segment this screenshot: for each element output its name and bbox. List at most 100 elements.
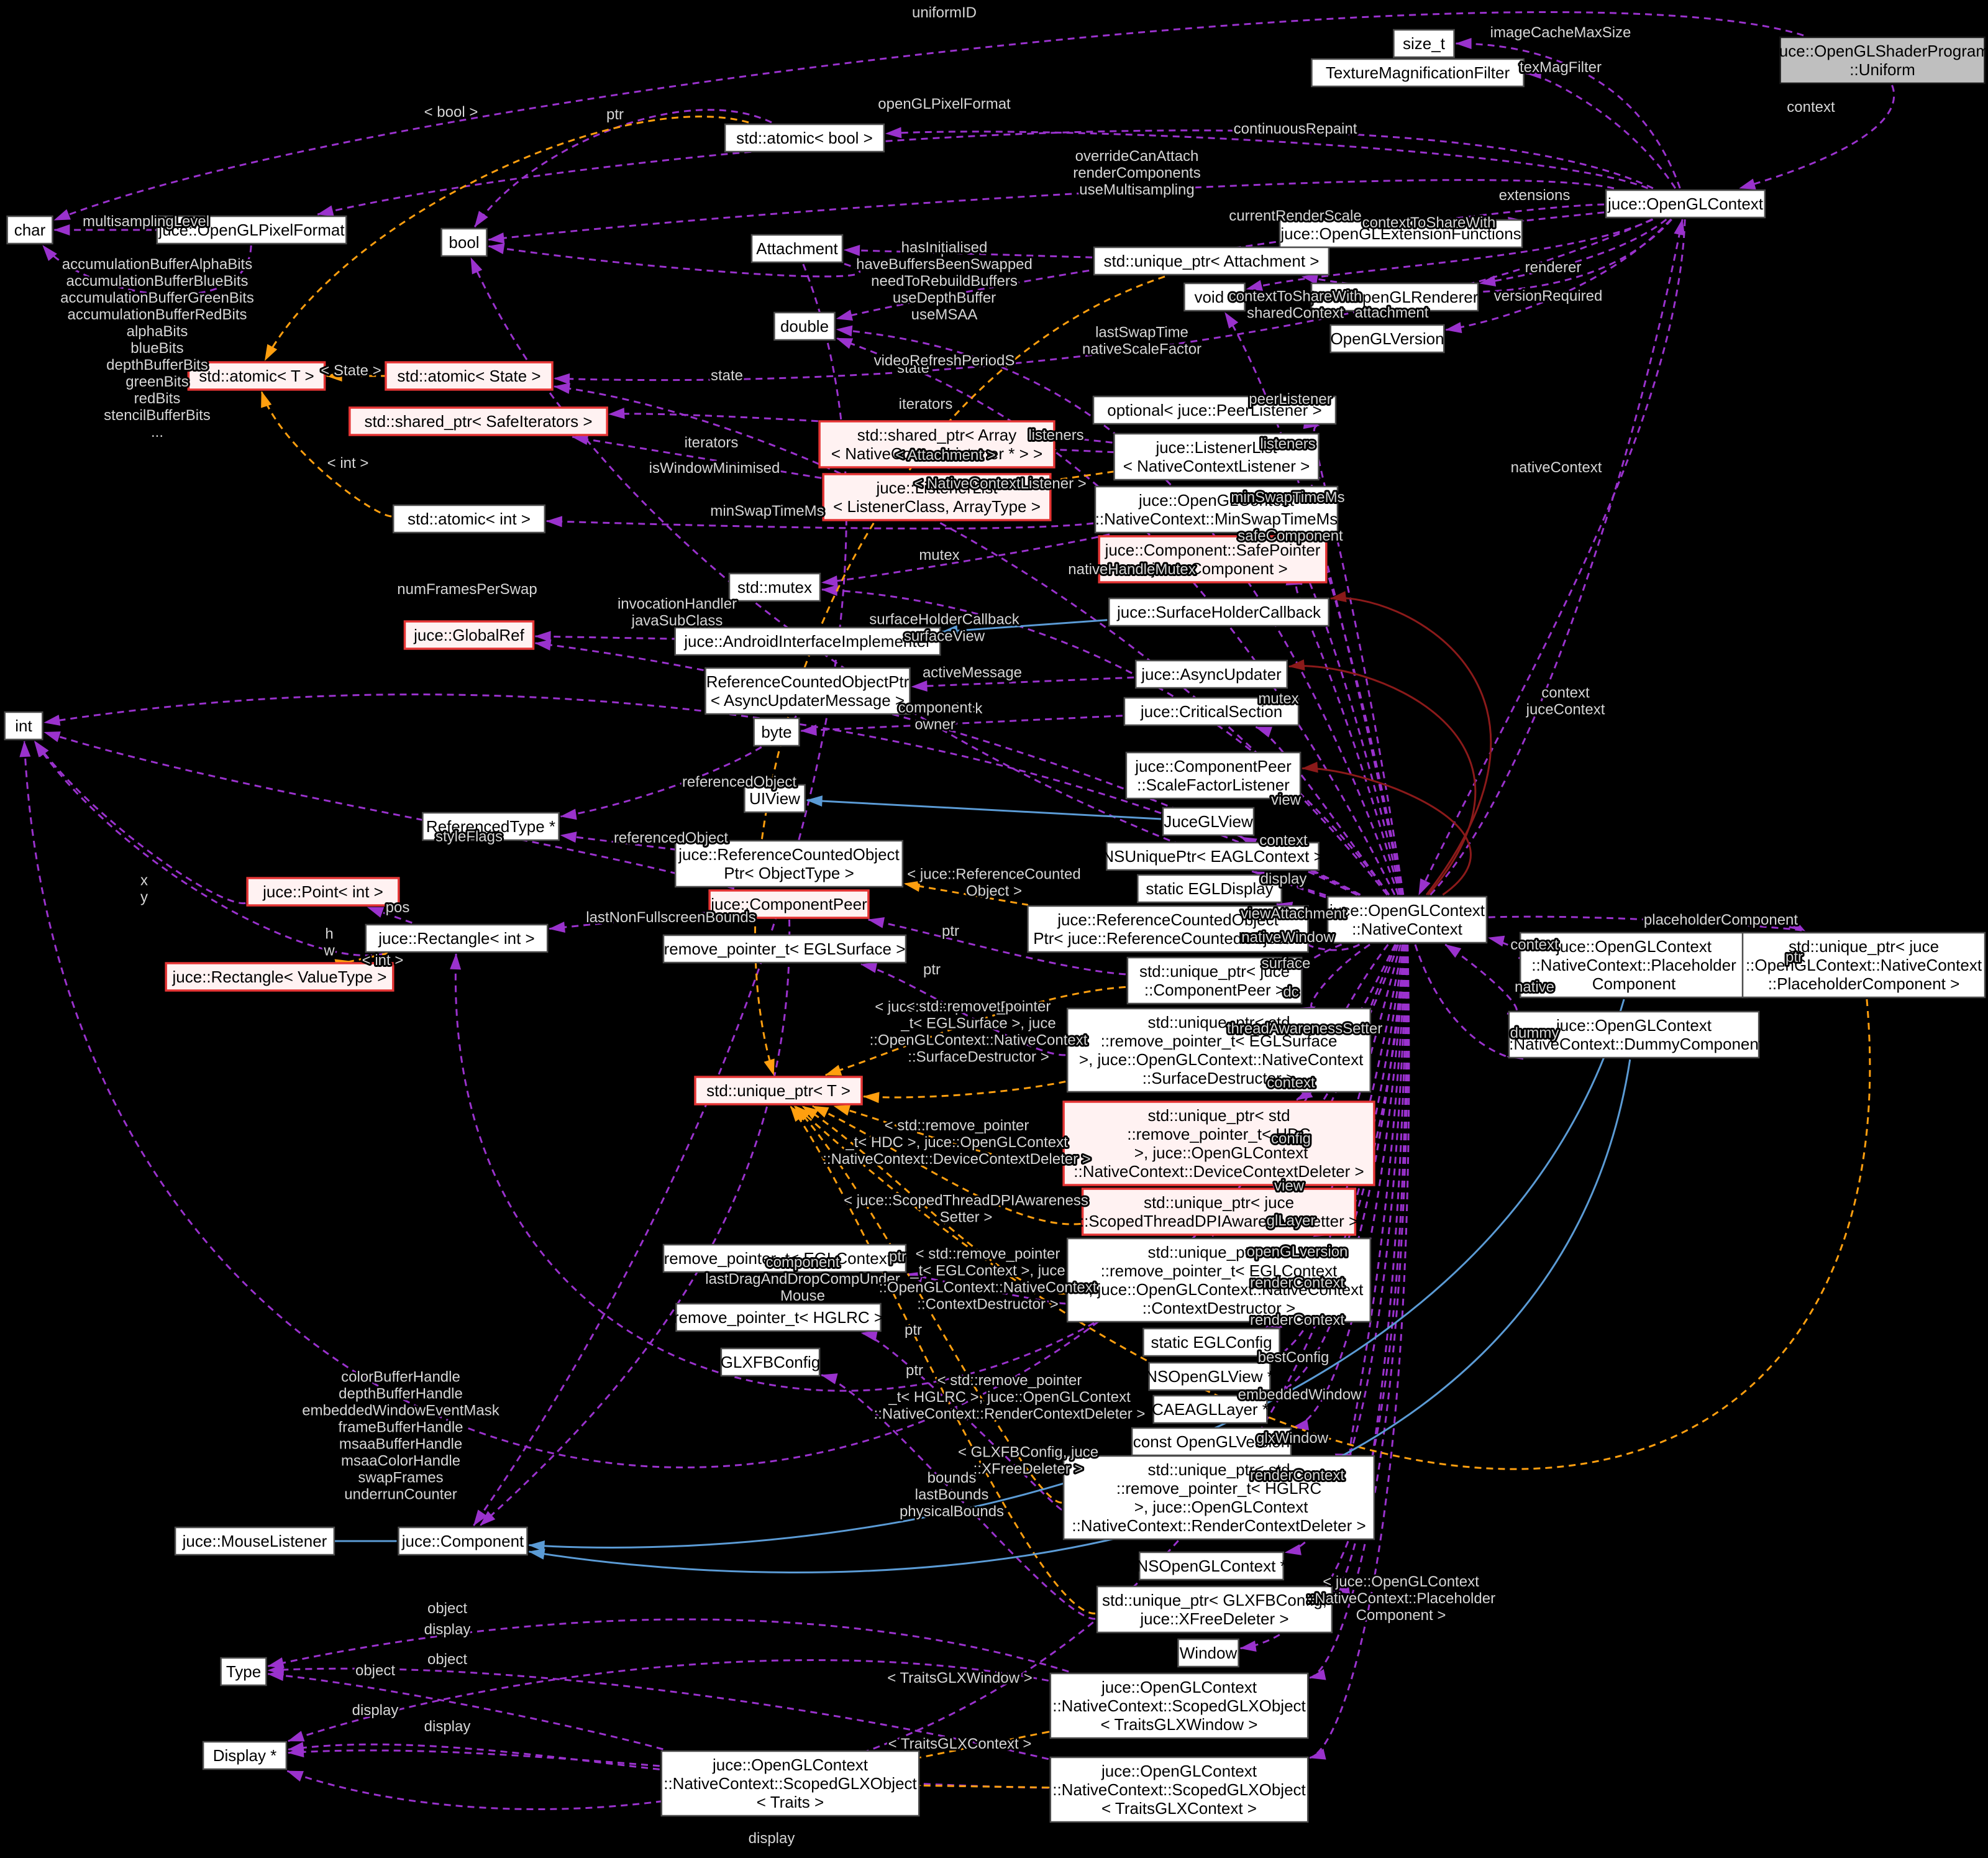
node-int[interactable]: int [4,711,43,741]
edge-label-rcop_async-referencedtype: referencedObject [682,774,796,790]
node-sgx_traits[interactable]: juce::OpenGLContext::NativeContext::Scop… [660,1750,920,1817]
node-nativecontext[interactable]: juce::OpenGLContext::NativeContext [1326,895,1488,944]
node-static_eglconfig[interactable]: static EGLConfig [1142,1327,1280,1357]
node-rpt_eglsurface[interactable]: remove_pointer_t< EGLSurface > [662,934,907,964]
node-window_box[interactable]: Window [1177,1638,1239,1668]
edge-rect_int-point_int [367,906,413,924]
node-safepointer[interactable]: juce::Component::SafePointer< juce::Comp… [1098,535,1328,583]
node-mutex_std[interactable]: std::mutex [728,572,821,602]
node-label-shared_ptr_array: std::shared_ptr< Array< NativeContextLis… [831,426,1042,463]
node-bool[interactable]: bool [440,227,488,257]
edge-label-atomic_int-atomic_t: < int > [327,455,369,472]
node-point_int[interactable]: juce::Point< int > [246,877,400,907]
node-size_t[interactable]: size_t [1393,29,1455,58]
node-extensions_box[interactable]: juce::OpenGLExtensionFunctions [1279,219,1523,249]
node-texmagfilter[interactable]: TextureMagnificationFilter [1311,58,1525,88]
node-void_ptr[interactable]: void * [1183,282,1246,312]
node-char[interactable]: char [6,215,53,245]
node-attachment_node[interactable]: Attachment [750,234,844,263]
node-globalref[interactable]: juce::GlobalRef [403,620,535,650]
node-glxfbconfig_box[interactable]: GLXFBConfig [720,1347,821,1377]
node-sgx_context[interactable]: juce::OpenGLContext::NativeContext::Scop… [1049,1756,1309,1823]
node-scalefactorlistener[interactable]: juce::ComponentPeer::ScaleFactorListener [1125,751,1302,800]
node-up_hdc[interactable]: std::unique_ptr< std::remove_pointer_t< … [1062,1101,1375,1186]
node-android_ii[interactable]: juce::AndroidInterfaceImplementer [674,626,941,656]
node-byte[interactable]: byte [753,717,800,747]
node-display_ptr[interactable]: Display * [202,1741,288,1770]
node-openglcontext[interactable]: juce::OpenGLContext [1605,189,1766,219]
node-surfaceholdercallback[interactable]: juce::SurfaceHolderCallback [1108,597,1329,627]
edge-label-nativecontext-rcop_rco: viewAttachment [1241,905,1346,922]
node-up_placeholder[interactable]: std::unique_ptr< juce::OpenGLContext::Na… [1741,931,1986,999]
node-componentpeer[interactable]: juce::ComponentPeer [708,889,870,919]
node-label-double: double [780,317,829,336]
node-openglversion_box[interactable]: OpenGLVersion [1329,324,1445,354]
node-up_glxfbconfig[interactable]: std::unique_ptr< GLXFBConfig,juce::XFree… [1096,1585,1333,1634]
node-const_openglversion[interactable]: const OpenGLVersion [1131,1427,1292,1457]
node-up_surface[interactable]: std::unique_ptr< std::remove_pointer_t< … [1066,1007,1372,1093]
node-optional_pl[interactable]: optional< juce::PeerListener > [1092,395,1337,425]
node-shared_ptr_array[interactable]: std::shared_ptr< Array< NativeContextLis… [818,420,1056,469]
node-double[interactable]: double [773,311,836,341]
node-sgx_window[interactable]: juce::OpenGLContext::NativeContext::Scop… [1049,1672,1309,1739]
node-up_eglcontext[interactable]: std::unique_ptr< std::remove_pointer_t< … [1066,1237,1372,1323]
node-up_hglrc[interactable]: std::unique_ptr< std::remove_pointer_t< … [1062,1455,1375,1540]
node-up_dpi[interactable]: std::unique_ptr< juce::ScopedThreadDPIAw… [1080,1188,1358,1236]
node-ll_ncl[interactable]: juce::ListenerList< NativeContextListene… [1113,432,1320,481]
node-placeholder_box[interactable]: juce::OpenGLContext::NativeContext::Plac… [1519,931,1749,999]
node-juceglview[interactable]: JuceGLView [1162,807,1255,836]
node-nsopenglcontext[interactable]: NSOpenGLContext * [1136,1551,1287,1581]
edge-label-openglcontext-atomic_state: state [897,360,929,377]
node-caeagllayer[interactable]: CAEAGLLayer * [1152,1394,1269,1424]
edge-label-atomic_bool-bool: ptr [606,106,624,123]
node-static_egldisplay[interactable]: static EGLDisplay [1137,874,1282,904]
node-rcop_async[interactable]: ReferenceCountedObjectPtr< AsyncUpdaterM… [704,667,911,715]
node-label-nativecontext: juce::OpenGLContext::NativeContext [1329,901,1485,938]
node-nsuniqueptr_eagl[interactable]: NSUniquePtr< EAGLContext > [1102,841,1323,871]
node-rpt_eglcontext[interactable]: remove_pointer_t< EGLContext > [662,1243,907,1273]
node-up_comppeer[interactable]: std::unique_ptr< juce::ComponentPeer > [1126,956,1303,1005]
node-type_box[interactable]: Type [220,1657,267,1686]
node-component[interactable]: juce::Component [398,1526,528,1556]
edge-nativecontext-surfaceholdercallback [1329,591,1492,895]
edge-label-up_placeholder-unique_ptr_t: < juce::OpenGLContext::NativeContext::Pl… [1306,1573,1495,1624]
node-rpt_hglrc[interactable]: remove_pointer_t< HGLRC > [673,1302,883,1332]
node-atomic_bool[interactable]: std::atomic< bool > [724,123,885,153]
edge-rcop_objecttype-referencedtype [560,831,677,851]
edge-label-nativecontext-criticalsection: mutex [1258,690,1298,707]
node-criticalsection[interactable]: juce::CriticalSection [1123,697,1300,726]
edge-up_eglcontext-rpt_eglcontext [906,1271,1066,1305]
node-atomic_t[interactable]: std::atomic< T > [187,361,326,391]
node-label-openglversion_box: OpenGLVersion [1330,329,1444,348]
edge-label-up_surface-unique_ptr_t: < std::remove_pointer_t< EGLSurface >, j… [870,999,1088,1066]
node-rect_int[interactable]: juce::Rectangle< int > [365,923,549,953]
edge-label-up_eglcontext-unique_ptr_t: < std::remove_pointer_t< EGLContext >, j… [879,1246,1097,1313]
node-referencedtype[interactable]: ReferencedType * [422,812,560,841]
node-shared_ptr_safeiterators[interactable]: std::shared_ptr< SafeIterators > [349,406,608,436]
node-rect_valuetype[interactable]: juce::Rectangle< ValueType > [165,962,394,992]
node-nsopenglview[interactable]: NSOpenGLView * [1146,1361,1274,1391]
node-renderer_box[interactable]: juce::OpenGLRenderer [1311,282,1479,312]
node-opengl_pixel_format[interactable]: juce::OpenGLPixelFormat [156,215,347,245]
node-atomic_int[interactable]: std::atomic< int > [392,504,546,534]
edge-label-nativecontext-optional_pl: peerListener [1249,391,1331,408]
node-uniform[interactable]: juce::OpenGLShaderProgram::Uniform [1775,36,1988,85]
node-minswap_box[interactable]: juce::OpenGLContext::NativeContext::MinS… [1094,485,1339,534]
edge-nativecontext-mutex_std [821,585,1390,895]
node-uiview[interactable]: UIView [744,784,806,813]
edge-label-ll_ncl-shared_ptr_safeiterators: iterators [899,396,953,413]
node-asyncupdater[interactable]: juce::AsyncUpdater [1134,659,1288,689]
node-unique_ptr_t[interactable]: std::unique_ptr< T > [694,1076,863,1105]
edge-label-ll_ncl-shared_ptr_array: listeners [1028,427,1083,444]
node-atomic_state[interactable]: std::atomic< State > [385,361,554,391]
node-listenerlist_template[interactable]: juce::ListenerList< ListenerClass, Array… [822,473,1052,521]
node-up_attachment[interactable]: std::unique_ptr< Attachment > [1093,246,1330,276]
node-dummy_box[interactable]: juce::OpenGLContext::NativeContext::Dumm… [1505,1010,1764,1059]
node-mouselistener[interactable]: juce::MouseListener [174,1526,335,1556]
edge-label-nativecontext-window_box: embeddedWindow [1238,1386,1362,1403]
edge-label-componentpeer-rect_int: lastNonFullscreenBounds [586,909,755,926]
